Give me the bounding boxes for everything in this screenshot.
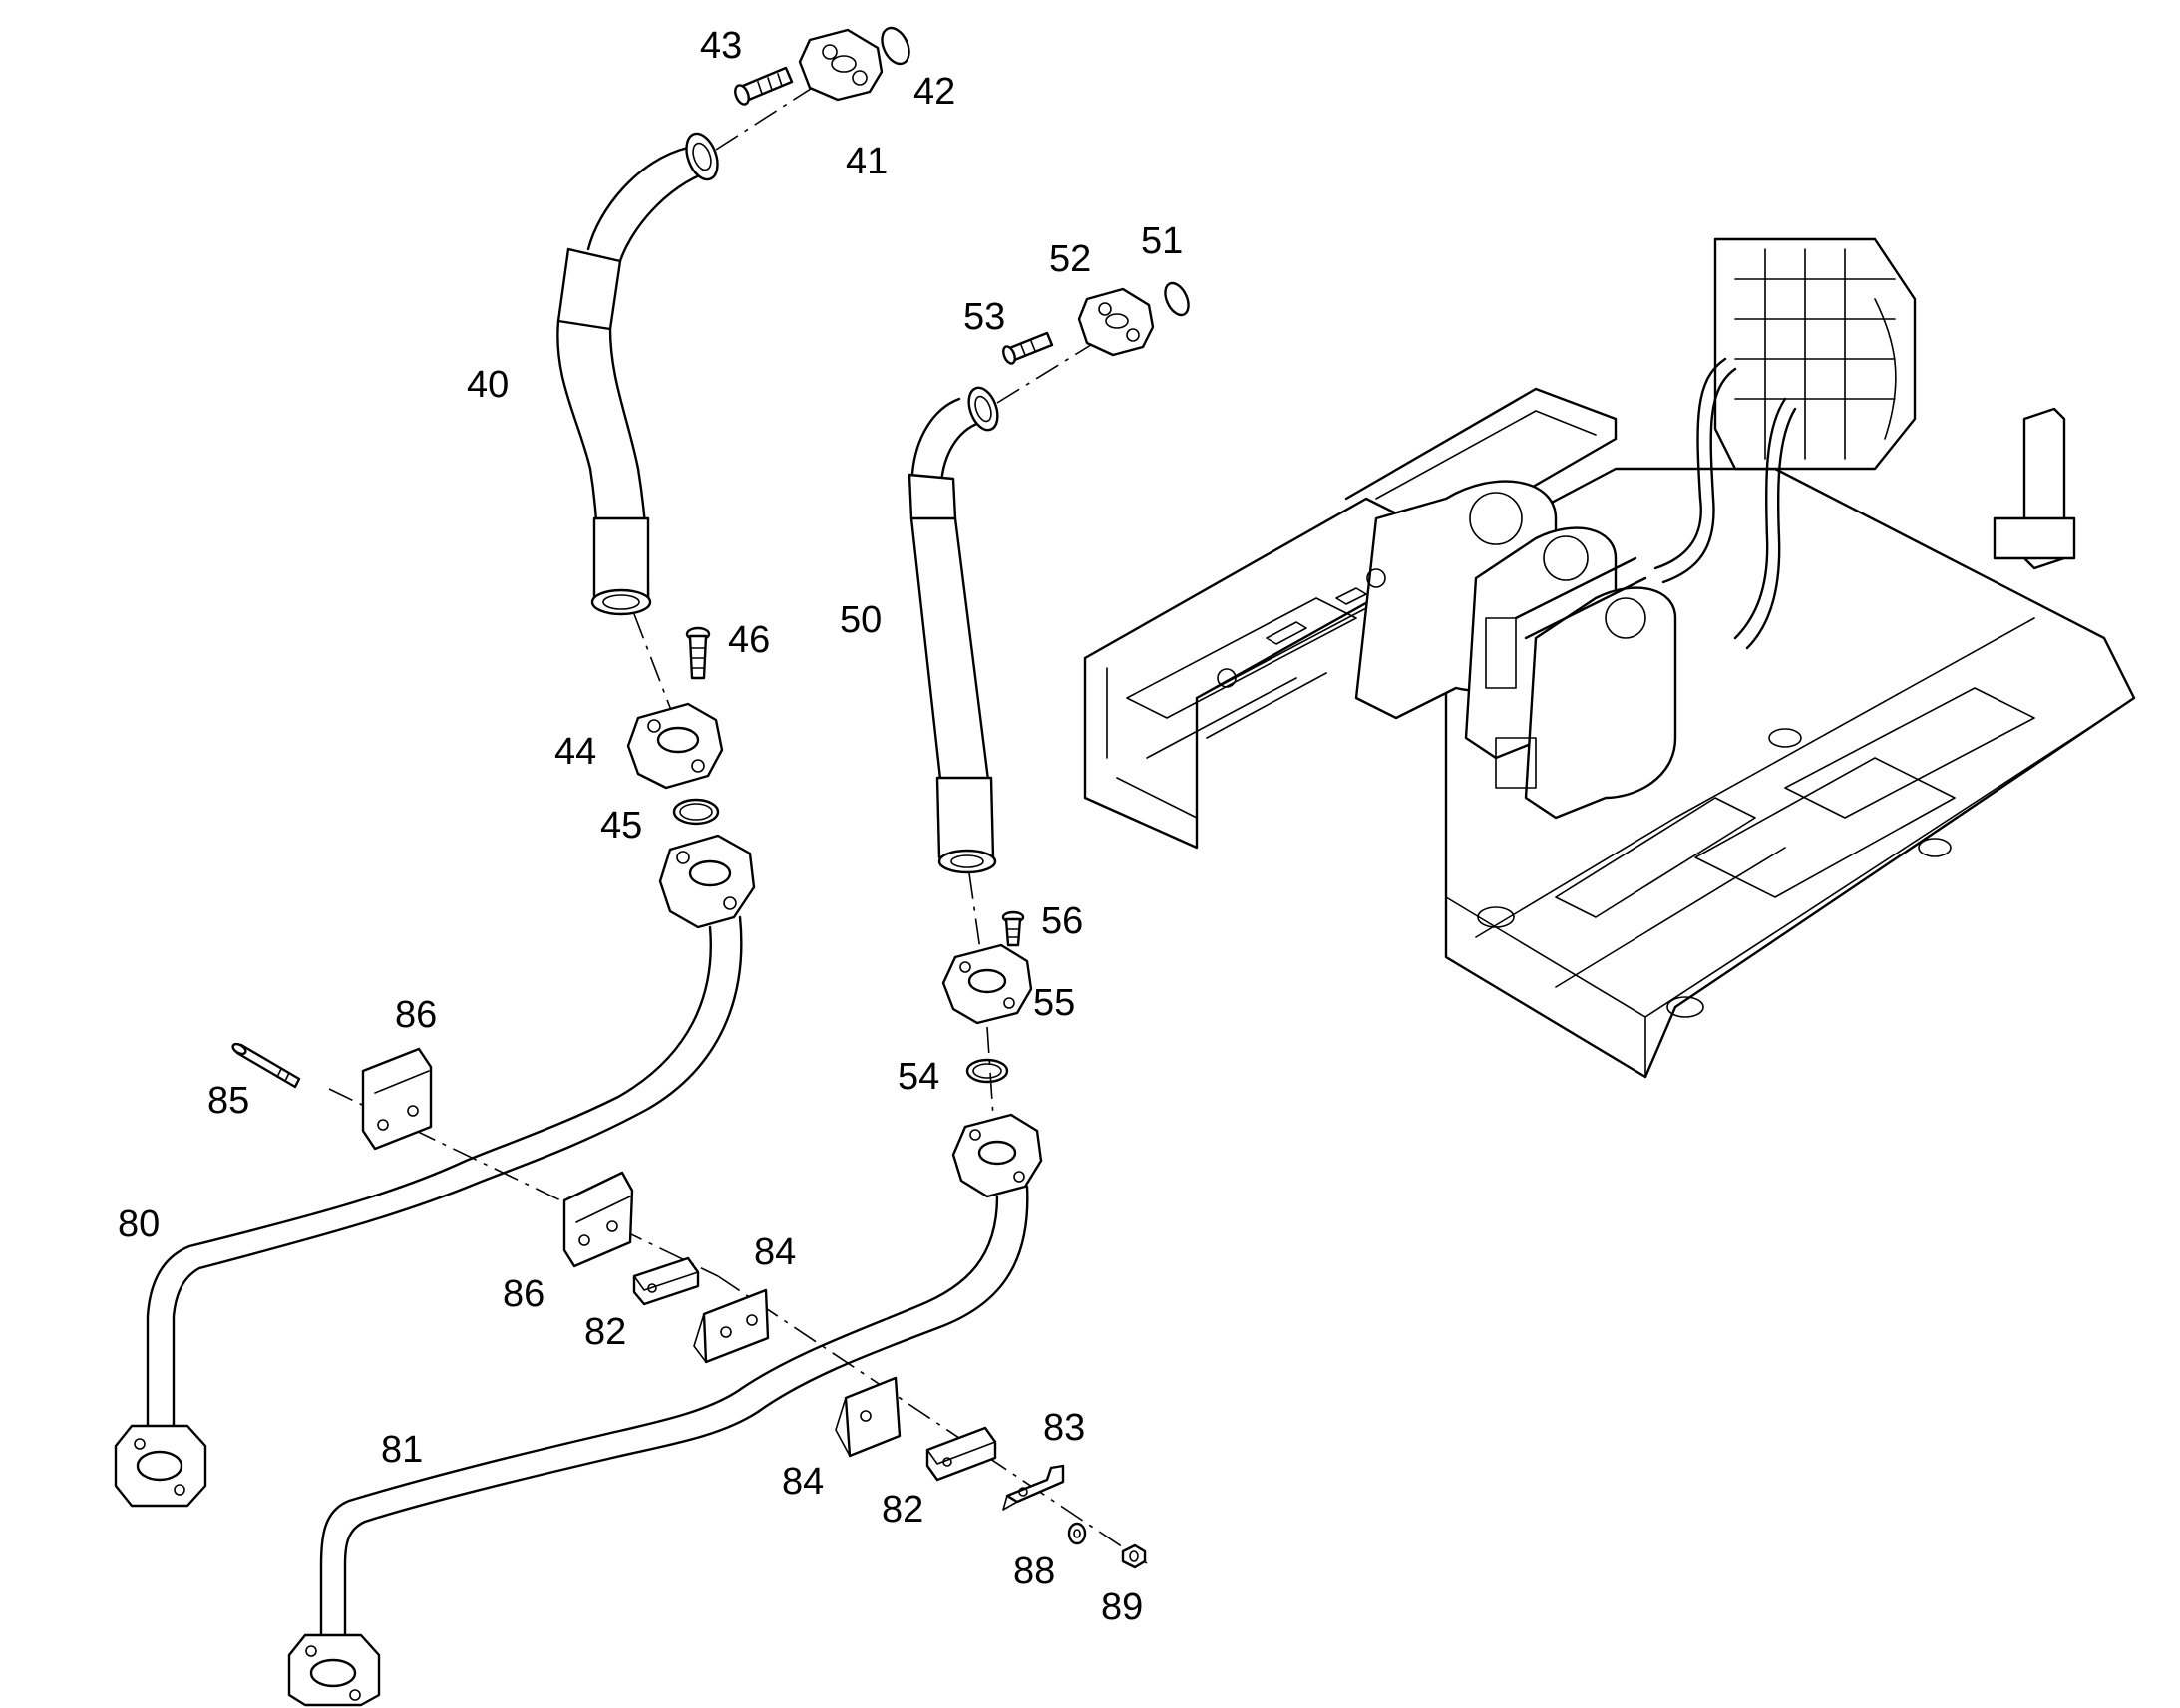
axis-line-40-bottom [633,613,675,719]
plate-84-upper[interactable] [693,1288,770,1364]
split-flange-44[interactable] [626,702,724,790]
label-85: 85 [207,1080,249,1122]
label-54: 54 [898,1056,939,1098]
hose-40[interactable] [556,130,723,616]
bracket-86-lower[interactable] [562,1171,634,1268]
label-89: 89 [1101,1586,1143,1628]
o-ring-42[interactable] [877,24,914,69]
label-82-lower: 82 [882,1489,923,1531]
pipe-81[interactable] [287,1113,1043,1707]
bolt-56[interactable] [1001,910,1025,947]
label-41: 41 [846,141,888,182]
washer-88[interactable] [1067,1522,1087,1545]
label-86-lower: 86 [503,1273,545,1315]
o-ring-54[interactable] [965,1058,1009,1084]
axis-line-40-top [715,77,829,151]
axis-line-50-top [996,334,1108,404]
hose-50[interactable] [908,384,1003,874]
split-flange-41[interactable] [798,28,884,102]
label-40: 40 [467,364,509,406]
axis-line-clamp-bottom [717,1275,1148,1564]
label-81: 81 [381,1429,423,1471]
stud-bolt-85[interactable] [231,1042,301,1089]
split-flange-52[interactable] [1077,287,1155,357]
label-43: 43 [700,25,742,67]
bracket-86-upper[interactable] [361,1047,433,1151]
o-ring-51[interactable] [1161,279,1193,318]
bracket-83[interactable] [1002,1464,1065,1511]
machine-frame-overview [1083,237,2136,1079]
clamp-block-82-lower[interactable] [925,1426,997,1482]
label-84-lower: 84 [782,1461,824,1503]
split-flange-55[interactable] [941,943,1033,1025]
axis-line-50-bottom [968,872,982,958]
pipe-80[interactable] [114,834,756,1508]
label-56: 56 [1041,900,1083,942]
label-42: 42 [913,71,955,113]
o-ring-45[interactable] [672,798,720,826]
label-55: 55 [1033,982,1075,1024]
label-83: 83 [1043,1407,1085,1449]
label-52: 52 [1049,238,1091,280]
label-44: 44 [554,731,596,773]
label-50: 50 [840,599,882,641]
bolt-46[interactable] [685,626,711,680]
bolt-43[interactable] [733,66,794,107]
label-46: 46 [728,619,770,661]
bolt-53[interactable] [1001,331,1054,365]
label-88: 88 [1013,1550,1055,1592]
clamp-block-82-upper[interactable] [632,1256,700,1306]
label-84-upper: 84 [754,1231,796,1273]
label-51: 51 [1141,220,1183,262]
label-53: 53 [963,296,1005,338]
label-86-upper: 86 [395,994,437,1036]
label-82-upper: 82 [584,1311,626,1353]
label-80: 80 [118,1203,160,1245]
plate-84-lower[interactable] [835,1376,902,1458]
nut-89[interactable] [1121,1543,1147,1569]
axis-line-55-54 [986,1026,994,1118]
label-45: 45 [600,805,642,847]
